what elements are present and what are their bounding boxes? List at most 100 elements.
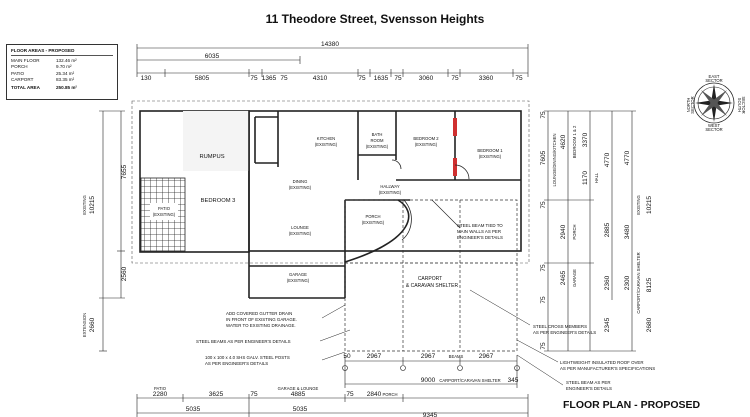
- patio-label-bg: [150, 203, 178, 220]
- dim-bottom: 75: [250, 391, 258, 398]
- room-garage: GARAGE: [289, 272, 307, 277]
- dim-bottom: 2967: [367, 353, 382, 360]
- plan-title: FLOOR PLAN - PROPOSED: [563, 399, 701, 411]
- room-bedroom3: BEDROOM 3: [201, 198, 236, 204]
- room-dining-sub: (EXISTING): [289, 185, 312, 190]
- dim-right: 7605: [540, 150, 547, 165]
- dim-top: 5805: [195, 75, 210, 82]
- floor-areas-heading: FLOOR AREAS - PROPOSED: [11, 48, 113, 56]
- note-line: 100 x 100 x 4.0 SHS GALV. STEEL POSTS: [205, 355, 290, 360]
- dim-right: 3480: [624, 224, 631, 239]
- label-carport-length: CARPORT/CARAVAN SHELTER: [439, 378, 500, 383]
- dim-bottom: 2840: [367, 391, 382, 398]
- dim-left-v: 2560: [121, 266, 128, 281]
- dim-top: 1365: [262, 75, 277, 82]
- room-kitchen: KITCHEN: [317, 136, 335, 141]
- dim-right: 75: [540, 296, 547, 304]
- dim-bottom: 75: [346, 391, 354, 398]
- dim-left: 6035: [205, 53, 220, 60]
- room-garage-sub: (EXISTING): [287, 278, 310, 283]
- dim-bottom: 2967: [421, 353, 436, 360]
- rumpus-floor: [183, 111, 249, 171]
- dim-right: 10215: [646, 196, 653, 214]
- dim-top: 75: [394, 75, 402, 82]
- compass-rose-icon: [693, 82, 735, 124]
- dim-bottom: 5035: [186, 406, 201, 413]
- right-dimension-lines: [544, 110, 636, 352]
- dim-right: 75: [540, 342, 547, 350]
- dim-right: 75: [540, 111, 547, 119]
- room-bath: BATH: [372, 132, 383, 137]
- label-existing: EXISTING: [82, 195, 87, 215]
- dim-top: 75: [280, 75, 288, 82]
- dim-label: GARAGE: [572, 269, 577, 287]
- dim-top: 3060: [419, 75, 434, 82]
- room-dining: DINING: [293, 179, 308, 184]
- red-window: [453, 118, 457, 136]
- dim-right: 2465: [560, 270, 567, 285]
- label-beams: BEAMS: [449, 354, 464, 359]
- beam-leader: [431, 199, 461, 229]
- compass-label: WEST: [708, 123, 721, 128]
- dim-bottom: 5035: [293, 406, 308, 413]
- dim-carport-length: 9000: [421, 377, 436, 384]
- dim-right: 2885: [604, 222, 611, 237]
- dim-right: 2300: [624, 275, 631, 290]
- room-carport: CARPORT: [418, 276, 442, 282]
- dim-right: 2680: [646, 317, 653, 332]
- note-line: WATER TO EXISTING DRAINAGE.: [226, 323, 296, 328]
- dim-left-v: 10215: [89, 196, 96, 214]
- room-porch-sub: (EXISTING): [362, 220, 385, 225]
- dim-right: 2940: [560, 224, 567, 239]
- room-kitchen-sub: (EXISTING): [315, 142, 338, 147]
- dim-bottom: 9345: [423, 412, 438, 417]
- dim-right: 4620: [560, 134, 567, 149]
- dim-top: 75: [515, 75, 523, 82]
- compass-label: SECTOR: [705, 78, 722, 83]
- dim-bottom: 2280: [153, 391, 168, 398]
- red-window: [453, 158, 457, 176]
- dim-top: 1635: [374, 75, 389, 82]
- dim-left-v: 2660: [89, 317, 96, 332]
- note-line: STEEL BEAM TIED TO: [457, 223, 503, 228]
- existing-walls: [248, 110, 522, 299]
- left-dimension-lines: [99, 110, 125, 352]
- dim-top: 130: [141, 75, 152, 82]
- room-bed2: BEDROOM 2: [413, 136, 439, 141]
- room-bed1-sub: (EXISTING): [479, 154, 502, 159]
- dim-bottom: 3625: [209, 391, 224, 398]
- top-dimension-lines: [136, 44, 529, 77]
- dim-label: BEDROOM 1 & 2: [572, 125, 577, 158]
- compass-label: SECTOR: [705, 127, 722, 132]
- note-leaders: [319, 289, 564, 386]
- dim-top: 75: [250, 75, 258, 82]
- room-bath-sub: (EXISTING): [366, 144, 389, 149]
- note-line: STEEL BEAM AS PER: [566, 380, 611, 385]
- note-line: STEEL BEAMS AS PER ENGINEER'S DETAILS: [196, 339, 291, 344]
- room-carport-2: & CARAVAN SHELTER: [406, 283, 459, 289]
- room-lounge: LOUNGE: [291, 225, 309, 230]
- dim-bottom: 345: [508, 377, 519, 384]
- label-porch: PORCH: [382, 392, 397, 397]
- footprint-outline: [131, 100, 530, 264]
- label-garage-lounge: GARAGE & LOUNGE: [278, 386, 319, 391]
- label-patio: PATIO: [154, 386, 167, 391]
- note-line: ENGINEER'S DETAILS: [566, 386, 612, 391]
- note-line: ENGINEER'S DETAILS: [457, 235, 503, 240]
- dim-right: 8125: [646, 277, 653, 292]
- dim-top: 3360: [479, 75, 494, 82]
- note-line: IN FRONT OF EXISTING GARAGE.: [226, 317, 297, 322]
- drawing-title: 11 Theodore Street, Svensson Heights: [265, 12, 485, 26]
- dim-label: LOUNGE/DINING/KITCHEN: [552, 133, 557, 186]
- room-hallway: HALLWAY: [380, 184, 399, 189]
- porch-curve: [344, 199, 410, 263]
- dim-top: 75: [451, 75, 459, 82]
- room-porch: PORCH: [365, 214, 380, 219]
- dim-right: 1170: [582, 171, 589, 185]
- room-bath-2: ROOM: [370, 138, 384, 143]
